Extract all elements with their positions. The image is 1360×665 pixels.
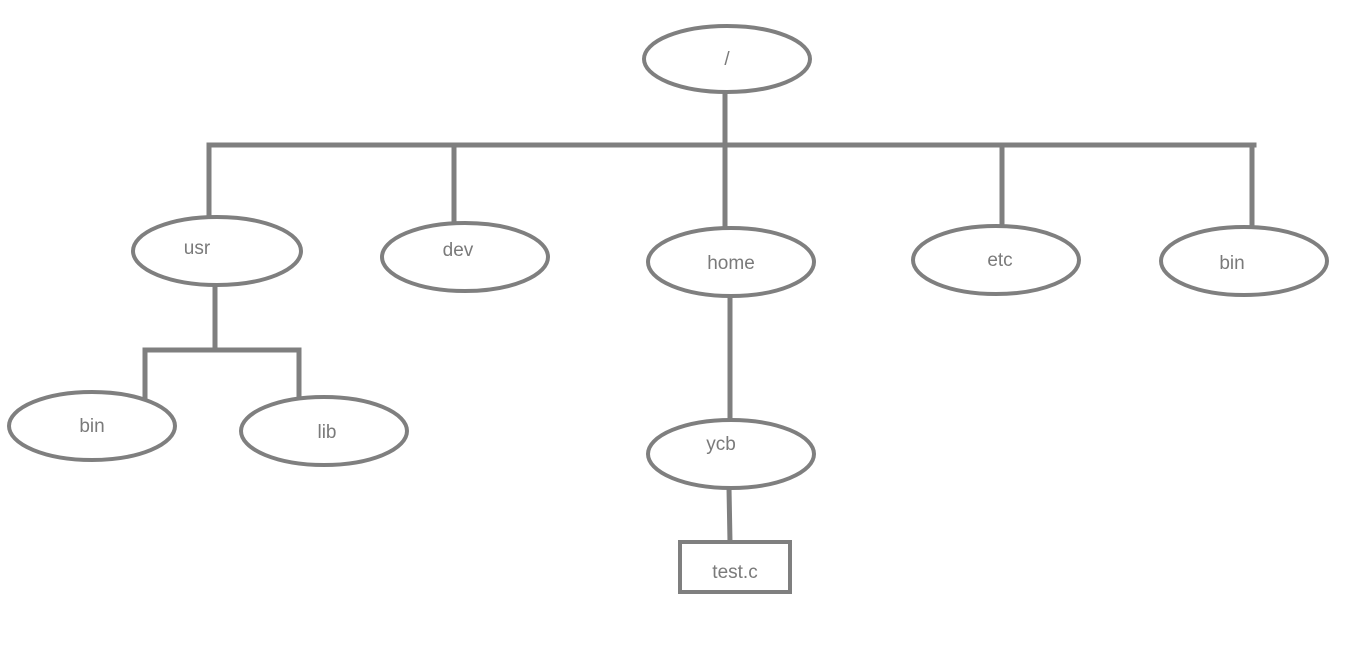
node-dev-label: dev (443, 240, 474, 261)
node-bin-top: bin (1159, 225, 1329, 297)
node-usr-label: usr (184, 238, 211, 259)
node-home-ellipse (646, 226, 816, 298)
node-usr-bin-label: bin (79, 416, 104, 437)
node-bin-top-label: bin (1219, 253, 1244, 274)
node-usr-lib: lib (239, 395, 409, 467)
node-ycb-label: ycb (706, 434, 736, 455)
node-test-c: test.c (678, 540, 792, 594)
node-etc: etc (911, 224, 1081, 296)
node-dev-ellipse (380, 221, 550, 293)
node-bin-top-ellipse (1159, 225, 1329, 297)
node-root-ellipse (642, 24, 812, 94)
node-root: / (642, 24, 812, 94)
node-usr-bin: bin (7, 390, 177, 462)
node-home-label: home (707, 253, 755, 274)
node-home: home (646, 226, 816, 298)
node-usr: usr (131, 215, 303, 287)
node-test-c-label: test.c (712, 562, 757, 583)
node-dev: dev (380, 221, 550, 293)
edge-ycb-testc (726, 485, 733, 545)
node-ycb: ycb (646, 418, 816, 490)
node-ycb-ellipse (646, 418, 816, 490)
node-root-label: / (724, 49, 730, 70)
edges (142, 89, 1257, 545)
node-etc-ellipse (911, 224, 1081, 296)
node-usr-ellipse (131, 215, 303, 287)
node-usr-bin-ellipse (7, 390, 177, 462)
node-usr-lib-ellipse (239, 395, 409, 467)
node-test-c-rect (678, 540, 792, 594)
node-usr-lib-label: lib (317, 422, 336, 443)
node-etc-label: etc (987, 250, 1012, 271)
